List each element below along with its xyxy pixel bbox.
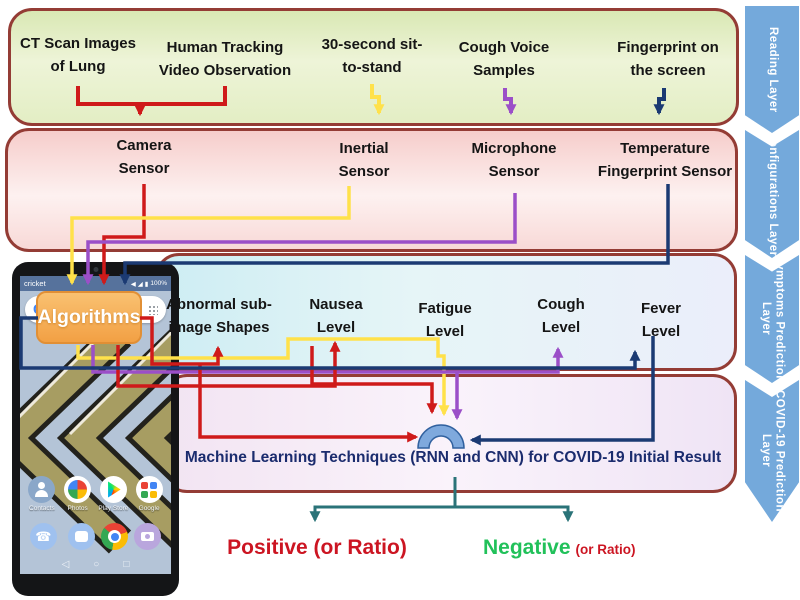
phone-apps-row: Contacts Photos Play Store xyxy=(20,476,171,512)
app-photos[interactable]: Photos xyxy=(60,476,96,512)
phone-status-bar: cricket ◀ ◢ ▮ 100% xyxy=(20,276,171,291)
app-google-folder[interactable]: Google xyxy=(131,476,167,512)
phone-dock-row: ☎ xyxy=(20,523,171,550)
label-human-tracking: Human Tracking Video Observation xyxy=(158,39,292,80)
label-fever-level: Fever Level xyxy=(640,300,682,341)
battery-icon: ▮ xyxy=(144,280,149,288)
app-play-store[interactable]: Play Store xyxy=(96,476,132,512)
volume-icon: ◀ xyxy=(130,280,136,288)
play-store-icon xyxy=(99,476,127,503)
symptoms-layer-chevron-label: Symptoms Prediction Layer xyxy=(760,255,786,383)
label-sit-to-stand: 30-second sit- to-stand xyxy=(321,36,423,77)
chrome-icon[interactable] xyxy=(101,523,129,550)
recents-icon[interactable]: □ xyxy=(123,559,130,570)
carrier-label: cricket xyxy=(24,279,46,288)
symptoms-layer-chevron: Symptoms Prediction Layer xyxy=(745,255,799,383)
label-temperature-sensor: Temperature Fingerprint Sensor xyxy=(597,140,733,181)
label-inertial-sensor: Inertial Sensor xyxy=(338,140,390,181)
messages-icon[interactable] xyxy=(68,523,96,550)
covid-layer-chevron: COVID-19 Prediction Layer xyxy=(745,380,799,522)
covid-layer-chevron-label: COVID-19 Prediction Layer xyxy=(760,390,786,512)
configurations-layer-chevron: Configurations Layer xyxy=(745,130,799,258)
phone-nav-bar: ◁ ○ □ xyxy=(20,559,171,570)
contacts-icon xyxy=(28,476,56,503)
phone-camera-dot xyxy=(93,267,98,272)
negative-word: Negative xyxy=(483,536,571,559)
ml-techniques-text: Machine Learning Techniques (RNN and CNN… xyxy=(184,449,722,466)
camera-app-icon[interactable] xyxy=(134,523,162,550)
label-microphone-sensor: Microphone Sensor xyxy=(471,140,557,181)
reading-layer-chevron: Reading Layer xyxy=(745,6,799,133)
back-icon[interactable]: ◁ xyxy=(61,559,70,570)
battery-percent: 100% xyxy=(150,280,167,287)
apps-grid-icon xyxy=(147,304,158,315)
label-fatigue-level: Fatigue Level xyxy=(418,300,472,341)
label-camera-sensor: Camera Sensor xyxy=(116,137,172,178)
label-ct-scan: CT Scan Images of Lung xyxy=(20,35,136,76)
phone-app-icon[interactable]: ☎ xyxy=(29,523,57,550)
photos-icon xyxy=(64,476,92,503)
reading-layer-chevron-label: Reading Layer xyxy=(766,26,779,113)
app-contacts[interactable]: Contacts xyxy=(24,476,60,512)
algorithms-box: Algorithms xyxy=(36,291,142,344)
home-icon[interactable]: ○ xyxy=(93,559,100,570)
signal-icon: ◢ xyxy=(137,280,143,288)
configurations-layer-chevron-label: Configurations Layer xyxy=(766,131,779,257)
negative-suffix: (or Ratio) xyxy=(575,542,636,557)
google-folder-icon xyxy=(135,476,163,503)
label-nausea-level: Nausea Level xyxy=(309,296,363,337)
label-abnormal-shapes: Abnormal sub- image Shapes xyxy=(166,296,272,337)
label-fingerprint: Fingerprint on the screen xyxy=(617,39,719,80)
label-cough-level: Cough Level xyxy=(537,296,585,337)
positive-result-label: Positive (or Ratio) xyxy=(227,536,407,559)
negative-result-label: Negative (or Ratio) xyxy=(483,536,636,560)
line-ml-to-negative xyxy=(455,505,574,523)
covid-layer-box xyxy=(163,374,737,493)
label-cough-voice: Cough Voice Samples xyxy=(458,39,550,80)
